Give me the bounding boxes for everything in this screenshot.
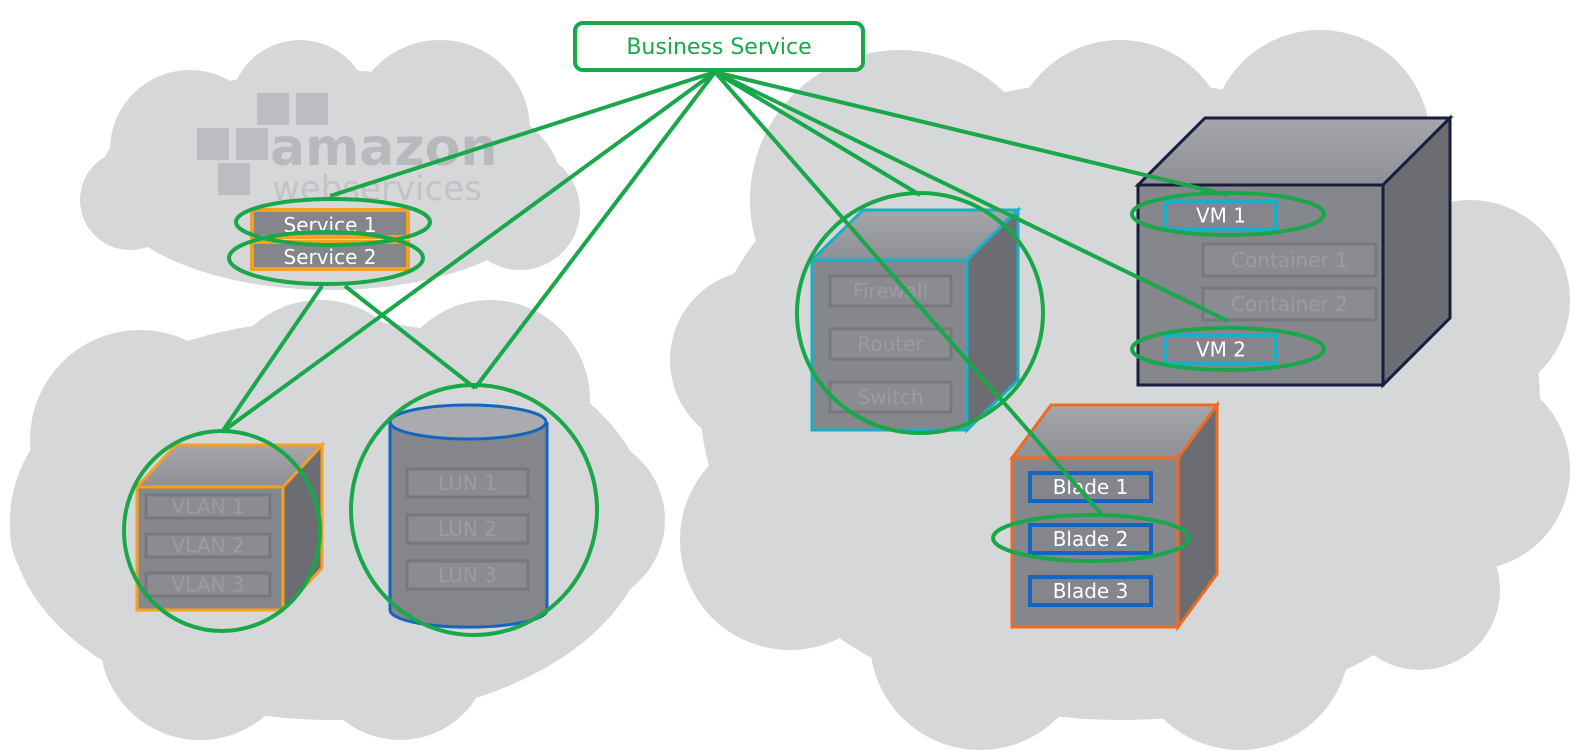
business-service-label: Business Service [626, 35, 811, 60]
container-2-label: Container 2 [1231, 292, 1348, 316]
lun-1[interactable]: LUN 1 [405, 467, 530, 499]
vm-1[interactable]: VM 1 [1164, 199, 1278, 232]
dependency-links [122, 70, 1326, 637]
network-switch-label: Switch [857, 385, 923, 409]
vlan-2-label: VLAN 2 [171, 534, 244, 558]
aws-logo: amazon webservices [197, 93, 497, 209]
blade-2[interactable]: Blade 2 [1028, 523, 1153, 555]
link-vm-2 [714, 70, 1229, 323]
highlight-vm-2 [1130, 326, 1326, 372]
lun-2[interactable]: LUN 2 [405, 513, 530, 545]
blade-1-label: Blade 1 [1053, 475, 1129, 499]
highlight-vm-1 [1130, 191, 1326, 237]
link-blade-2 [713, 70, 1105, 518]
datacenter-cloud-left [10, 300, 665, 740]
svg-text:Service 2: Service 2 [284, 245, 377, 269]
lun-1-label: LUN 1 [438, 471, 497, 495]
blade-2-label: Blade 2 [1053, 527, 1129, 551]
network-router-label: Router [857, 332, 924, 356]
link-service-2-vlan [220, 284, 324, 434]
blade-1[interactable]: Blade 1 [1028, 471, 1153, 503]
lun-2-label: LUN 2 [438, 517, 497, 541]
aws-logo-amazon: amazon [270, 118, 497, 178]
vlan-3[interactable]: VLAN 3 [144, 571, 272, 598]
link-service-1 [329, 70, 716, 198]
network-switch[interactable]: Switch [828, 380, 953, 414]
vlan-3-label: VLAN 3 [171, 573, 244, 597]
lun-3-label: LUN 3 [438, 563, 497, 587]
blade-3-label: Blade 3 [1053, 579, 1129, 603]
highlight-network [795, 191, 1045, 435]
lun-3[interactable]: LUN 3 [405, 559, 530, 591]
link-lun [473, 70, 717, 390]
blade-3[interactable]: Blade 3 [1028, 575, 1153, 607]
highlight-vlan [122, 429, 322, 633]
link-service-2-lun [343, 284, 477, 390]
vm-2-label: VM 2 [1196, 338, 1246, 362]
vlan-2[interactable]: VLAN 2 [144, 532, 272, 559]
container-1-label: Container 1 [1231, 248, 1348, 272]
container-1[interactable]: Container 1 [1201, 242, 1378, 278]
highlight-lun [349, 383, 599, 637]
vm-1-label: VM 1 [1196, 204, 1246, 228]
network-router[interactable]: Router [828, 327, 953, 361]
highlight-service-1 [234, 197, 432, 247]
network-firewall-label: Firewall [853, 279, 928, 303]
vlan-1-label: VLAN 1 [171, 495, 244, 519]
highlight-service-2 [227, 230, 425, 286]
link-vlan [220, 70, 717, 434]
link-network [713, 70, 922, 197]
vlan-1[interactable]: VLAN 1 [144, 493, 272, 520]
highlight-blade-2 [991, 513, 1191, 563]
network-firewall[interactable]: Firewall [828, 274, 953, 308]
container-2[interactable]: Container 2 [1201, 286, 1378, 322]
business-service-node[interactable]: Business Service [573, 21, 865, 72]
link-vm-1 [714, 70, 1229, 197]
vm-2[interactable]: VM 2 [1164, 333, 1278, 366]
